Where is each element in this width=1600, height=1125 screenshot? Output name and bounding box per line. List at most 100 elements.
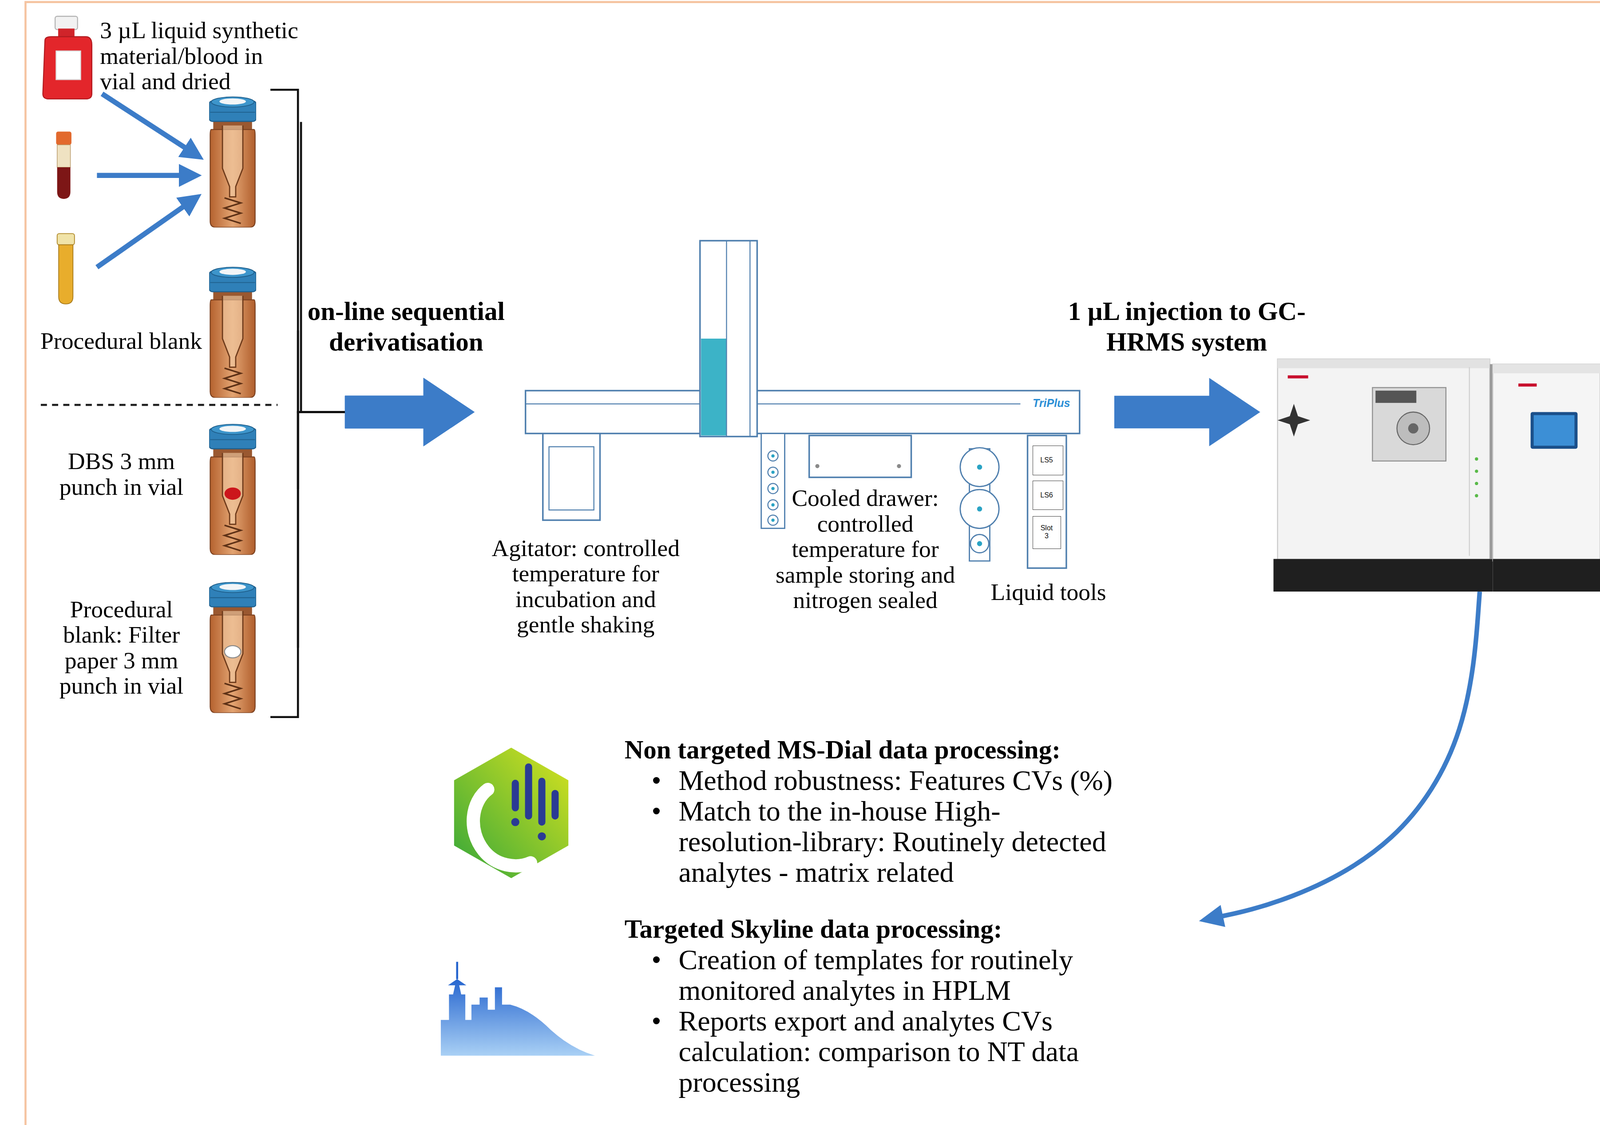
tray-well xyxy=(768,515,779,526)
group-bracket xyxy=(270,89,298,717)
dbs-punch xyxy=(224,487,242,501)
well-dot xyxy=(771,487,775,491)
sample-vial: 3 µL liquid synthetic material/blood in … xyxy=(30,12,301,232)
node-label: Agitator: controlled temperature for inc… xyxy=(487,535,684,638)
tool-slot: LS6 xyxy=(1032,480,1064,511)
culture-flask xyxy=(43,16,92,100)
ms-screen xyxy=(1530,412,1578,450)
agitator: Agitator: controlled temperature for inc… xyxy=(487,433,686,640)
blood-tube xyxy=(55,131,72,199)
node-label: Liquid tools xyxy=(984,579,1113,606)
sample-arrow xyxy=(96,173,195,179)
node-label: Slot 3 xyxy=(1039,524,1054,541)
node-label: LS6 xyxy=(1033,491,1061,500)
bracket-line xyxy=(300,122,346,413)
signal-bars xyxy=(515,767,556,823)
node-label: 3 µL liquid synthetic material/blood in … xyxy=(99,17,301,95)
tower-line xyxy=(726,240,751,437)
arrow-head xyxy=(1199,905,1226,927)
station-dot xyxy=(977,464,983,470)
tool-slot: Slot 3 xyxy=(1032,516,1062,550)
well-dot xyxy=(771,503,775,507)
tray-well xyxy=(768,483,779,494)
brand-mark xyxy=(1518,383,1537,387)
well-dot xyxy=(771,470,775,474)
flask-body xyxy=(43,36,92,100)
wash-station xyxy=(960,447,999,487)
brand-label: TriPlus xyxy=(1032,396,1078,410)
block-arrow xyxy=(344,378,475,447)
sample-arrow xyxy=(96,198,196,268)
signal-dot xyxy=(537,832,546,841)
flow-arrow xyxy=(297,378,475,649)
emblem xyxy=(1277,403,1311,437)
well-dot xyxy=(771,454,775,458)
heading: Targeted Skyline data processing: xyxy=(624,914,1115,945)
blank-vial: Procedural blank xyxy=(30,263,298,398)
tube-cap xyxy=(57,233,75,245)
hexagon xyxy=(454,748,569,879)
figure-frame xyxy=(25,2,1600,1125)
bullet-text: Creation of templates for routinely moni… xyxy=(678,944,1116,1006)
wash-station xyxy=(970,534,989,553)
block-arrow xyxy=(1114,378,1261,447)
gc-base xyxy=(1273,558,1493,592)
flask-cap xyxy=(55,16,78,30)
status-led xyxy=(1474,457,1478,461)
filter-blank-vial: Procedural blank: Filter paper 3 mm punc… xyxy=(30,576,298,720)
ms-base xyxy=(1493,558,1600,592)
gc-hrms-drawing xyxy=(1273,359,1600,592)
sample-vial xyxy=(209,424,257,555)
flow-arrow xyxy=(297,378,475,490)
tray-strip xyxy=(761,433,785,529)
tray-wells xyxy=(768,451,779,526)
block-arrow xyxy=(344,378,475,447)
drawer-dot xyxy=(815,464,820,469)
sample-vial xyxy=(209,582,257,713)
bullet-text: Method robustness: Features CVs (%) xyxy=(678,765,1116,797)
gc-unit xyxy=(1277,359,1490,562)
filter-punch xyxy=(224,645,242,659)
injector-module xyxy=(1372,387,1446,461)
signal-dot xyxy=(511,818,520,827)
injector-wheel xyxy=(1397,412,1430,446)
needle-spire xyxy=(455,962,459,980)
bracket-line xyxy=(297,412,346,649)
tool-slot: LS5 xyxy=(1032,445,1064,476)
node-label: Procedural blank xyxy=(33,328,202,355)
autosampler-drawing xyxy=(525,240,1080,569)
bullet-text: Reports export and analytes CVs calculat… xyxy=(678,1005,1116,1098)
rail-line xyxy=(525,403,1021,405)
skyline xyxy=(440,979,595,1056)
panel-seam xyxy=(1469,367,1470,556)
flask-label xyxy=(55,51,81,80)
processing-step: Targeted Skyline data processing:Creatio… xyxy=(433,911,1200,1108)
ms-unit xyxy=(1493,364,1600,562)
tube-serum xyxy=(58,245,73,305)
block-arrow xyxy=(344,378,475,447)
label-holder: on-line sequential derivatisation xyxy=(301,296,511,358)
drawer-dot xyxy=(896,464,901,469)
cooled-drawer: Cooled drawer: controlled temperature fo… xyxy=(770,435,962,614)
sample-arrow xyxy=(102,93,199,156)
node-label: Cooled drawer: controlled temperature fo… xyxy=(770,485,961,614)
skyline-icon xyxy=(440,962,595,1056)
status-led xyxy=(1474,494,1478,498)
agitator-unit xyxy=(542,433,601,521)
step-label: on-line sequential derivatisation xyxy=(301,296,511,358)
liquid-tools-rack xyxy=(1027,435,1067,569)
well-dot xyxy=(771,518,775,522)
autosampler: TriPlusAgitator: controlled temperature … xyxy=(474,240,1115,643)
station-dot xyxy=(977,506,983,512)
tube-blood xyxy=(57,167,71,199)
node-label: DBS 3 mm punch in vial xyxy=(55,448,188,500)
rail xyxy=(525,390,1080,434)
sample-vial xyxy=(209,96,257,228)
wash-station xyxy=(960,489,999,529)
ms-screen-glow xyxy=(1533,415,1575,446)
tube-plasma xyxy=(57,144,71,168)
sample-vial xyxy=(209,267,257,398)
ms-dial-icon xyxy=(454,748,569,879)
bracket-line xyxy=(297,412,346,490)
